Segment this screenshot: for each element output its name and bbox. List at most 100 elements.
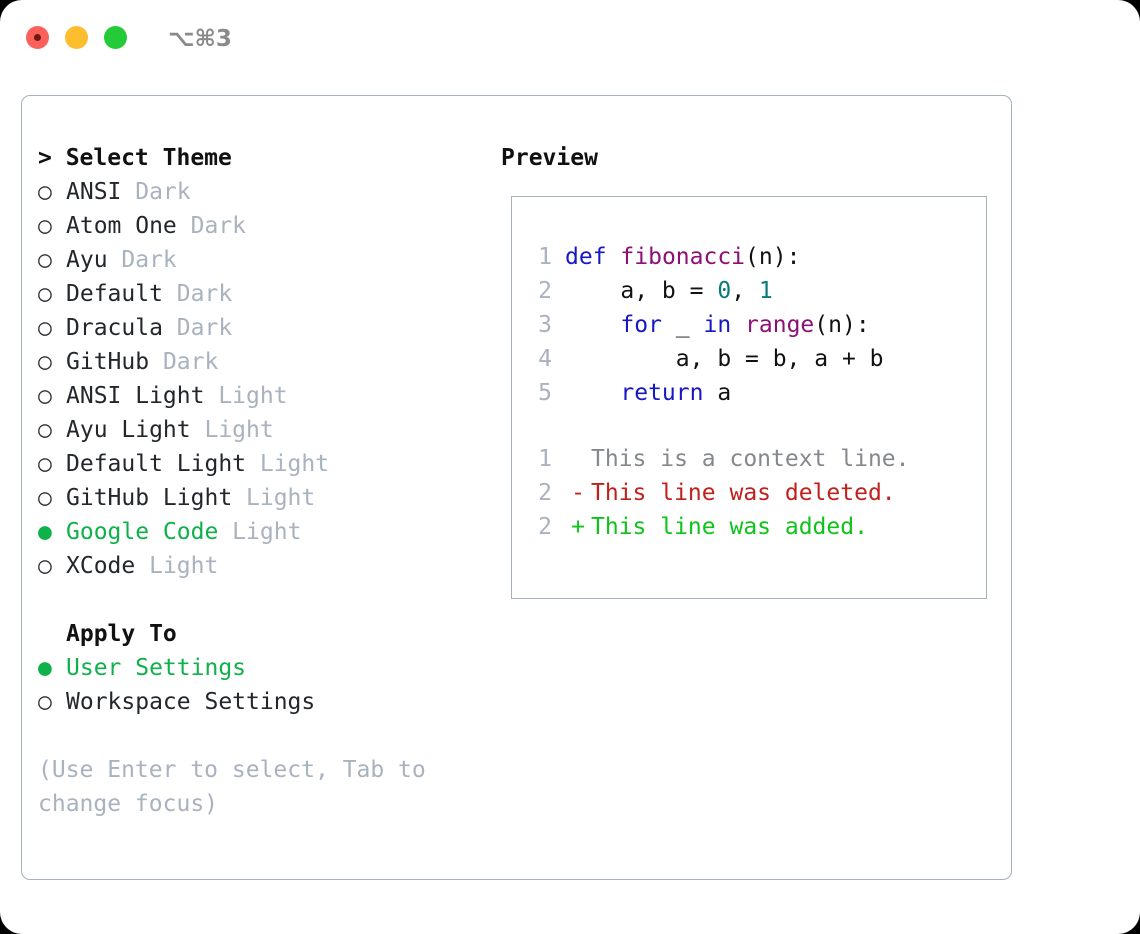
line-number: 4 — [538, 346, 552, 372]
theme-list-item[interactable]: ○ Default Dark — [38, 277, 478, 311]
code-token-txt: a, b = b, a + b — [565, 346, 884, 372]
radio-unselected-icon: ○ — [38, 689, 52, 715]
diff-sign: - — [571, 480, 585, 506]
theme-name: XCode — [66, 553, 136, 579]
code-token-txt — [607, 244, 621, 270]
code-token-kw: def — [565, 244, 607, 270]
line-number: 1 — [538, 244, 552, 270]
theme-kind-badge: Light — [218, 519, 302, 545]
theme-name: Default Light — [66, 451, 247, 477]
theme-name: ANSI Light — [66, 383, 205, 409]
code-line: 5 return a — [524, 376, 976, 410]
code-token-punc: (n): — [745, 244, 801, 270]
apply-to-header: Apply To — [66, 621, 177, 647]
close-window-button[interactable] — [26, 26, 49, 49]
radio-unselected-icon: ○ — [38, 247, 52, 273]
code-token-txt: a — [703, 380, 732, 406]
theme-list-item[interactable]: ○ANSI Dark — [38, 175, 478, 209]
code-token-num: 0 — [717, 278, 732, 304]
code-token-fn: range — [745, 312, 815, 338]
code-token-txt — [731, 312, 745, 338]
code-line: 2 a, b = 0, 1 — [524, 274, 976, 308]
radio-unselected-icon: ○ — [38, 553, 52, 579]
line-number-gutter-gap — [552, 308, 565, 342]
theme-list-item[interactable]: ●Google Code Light — [38, 515, 478, 549]
diff-sign: + — [571, 514, 585, 540]
radio-unselected-icon: ○ — [38, 417, 52, 443]
radio-unselected-icon: ○ — [38, 213, 52, 239]
minimize-window-button[interactable] — [65, 26, 88, 49]
code-token-txt — [565, 312, 620, 338]
radio-unselected-icon: ○ — [38, 451, 52, 477]
line-number-gutter-gap — [552, 476, 565, 510]
select-theme-header: > Select Theme — [38, 145, 232, 171]
line-number-gutter-gap — [552, 342, 565, 376]
line-number: 5 — [538, 380, 552, 406]
theme-name: Default — [66, 281, 163, 307]
keyboard-shortcut-label: ⌥⌘3 — [168, 26, 232, 52]
code-token-kw: in — [703, 312, 732, 338]
theme-selection-column: > Select Theme ○ANSI Dark○Atom One Dark○… — [38, 141, 478, 821]
radio-unselected-icon: ○ — [38, 383, 52, 409]
apply-to-item[interactable]: ●User Settings — [38, 651, 478, 685]
theme-kind-badge: Dark — [149, 349, 219, 375]
theme-kind-badge: Dark — [176, 213, 247, 239]
theme-list-item[interactable]: ○ XCode Light — [38, 549, 478, 583]
line-number-gutter-gap — [552, 240, 565, 274]
apply-to-label: Workspace Settings — [66, 689, 316, 715]
code-token-num: 1 — [758, 278, 773, 304]
theme-kind-badge: Dark — [162, 281, 233, 307]
radio-unselected-icon: ○ — [38, 485, 52, 511]
traffic-light-group — [26, 26, 127, 49]
theme-kind-badge: Light — [232, 485, 316, 511]
code-token-txt: , — [731, 278, 759, 304]
maximize-window-button[interactable] — [104, 26, 127, 49]
theme-list-item[interactable]: ○Dracula Dark — [38, 311, 478, 345]
line-number-gutter-gap — [552, 274, 565, 308]
line-number-gutter-gap — [552, 376, 565, 410]
line-number: 3 — [538, 312, 552, 338]
radio-unselected-icon: ○ — [38, 179, 52, 205]
theme-kind-badge: Dark — [107, 247, 177, 273]
diff-line-deleted: 2 -This line was deleted. — [524, 476, 976, 510]
radio-unselected-icon: ○ — [38, 281, 52, 307]
radio-unselected-icon: ○ — [38, 349, 52, 375]
theme-list-item[interactable]: ○ Default Light Light — [38, 447, 478, 481]
title-bar: ⌥⌘3 — [0, 0, 1140, 78]
theme-list-item[interactable]: ○Atom One Dark — [38, 209, 478, 243]
theme-list-item[interactable]: ○GitHub Dark — [38, 345, 478, 379]
line-number: 2 — [538, 514, 552, 540]
keyboard-hint: (Use Enter to select, Tab to change focu… — [38, 753, 438, 821]
list-spacer — [38, 583, 478, 617]
code-token-txt: a, b = — [565, 278, 718, 304]
diff-sign — [565, 442, 591, 476]
theme-kind-badge: Light — [135, 553, 219, 579]
code-line: 1 def fibonacci(n): — [524, 240, 976, 274]
theme-list-item[interactable]: ○Ayu Dark — [38, 243, 478, 277]
theme-kind-badge: Light — [204, 383, 288, 409]
diff-text: This is a context line. — [591, 446, 910, 472]
line-number: 1 — [538, 446, 552, 472]
theme-list-item[interactable]: ○ ANSI Light Light — [38, 379, 478, 413]
preview-header: Preview — [501, 145, 598, 171]
theme-list-item[interactable]: ○ GitHub Light Light — [38, 481, 478, 515]
keyboard-hint-line-2: change focus) — [38, 791, 219, 817]
theme-kind-badge: Light — [190, 417, 274, 443]
line-number: 2 — [538, 480, 552, 506]
line-number-gutter-gap — [552, 442, 565, 476]
theme-name: GitHub Light — [66, 485, 233, 511]
code-token-punc: (n): — [814, 312, 870, 338]
code-token-txt: _ — [661, 312, 704, 338]
line-number-gutter-gap — [552, 510, 565, 544]
diff-line-context: 1 This is a context line. — [524, 442, 976, 476]
main-panel: > Select Theme ○ANSI Dark○Atom One Dark○… — [21, 95, 1012, 880]
diff-line-added: 2 +This line was added. — [524, 510, 976, 544]
theme-list-item[interactable]: ○Ayu Light Light — [38, 413, 478, 447]
radio-selected-icon: ● — [38, 519, 52, 545]
apply-to-item[interactable]: ○ Workspace Settings — [38, 685, 478, 719]
theme-kind-badge: Light — [246, 451, 330, 477]
theme-list: ○ANSI Dark○Atom One Dark○Ayu Dark○Defaul… — [38, 175, 478, 583]
